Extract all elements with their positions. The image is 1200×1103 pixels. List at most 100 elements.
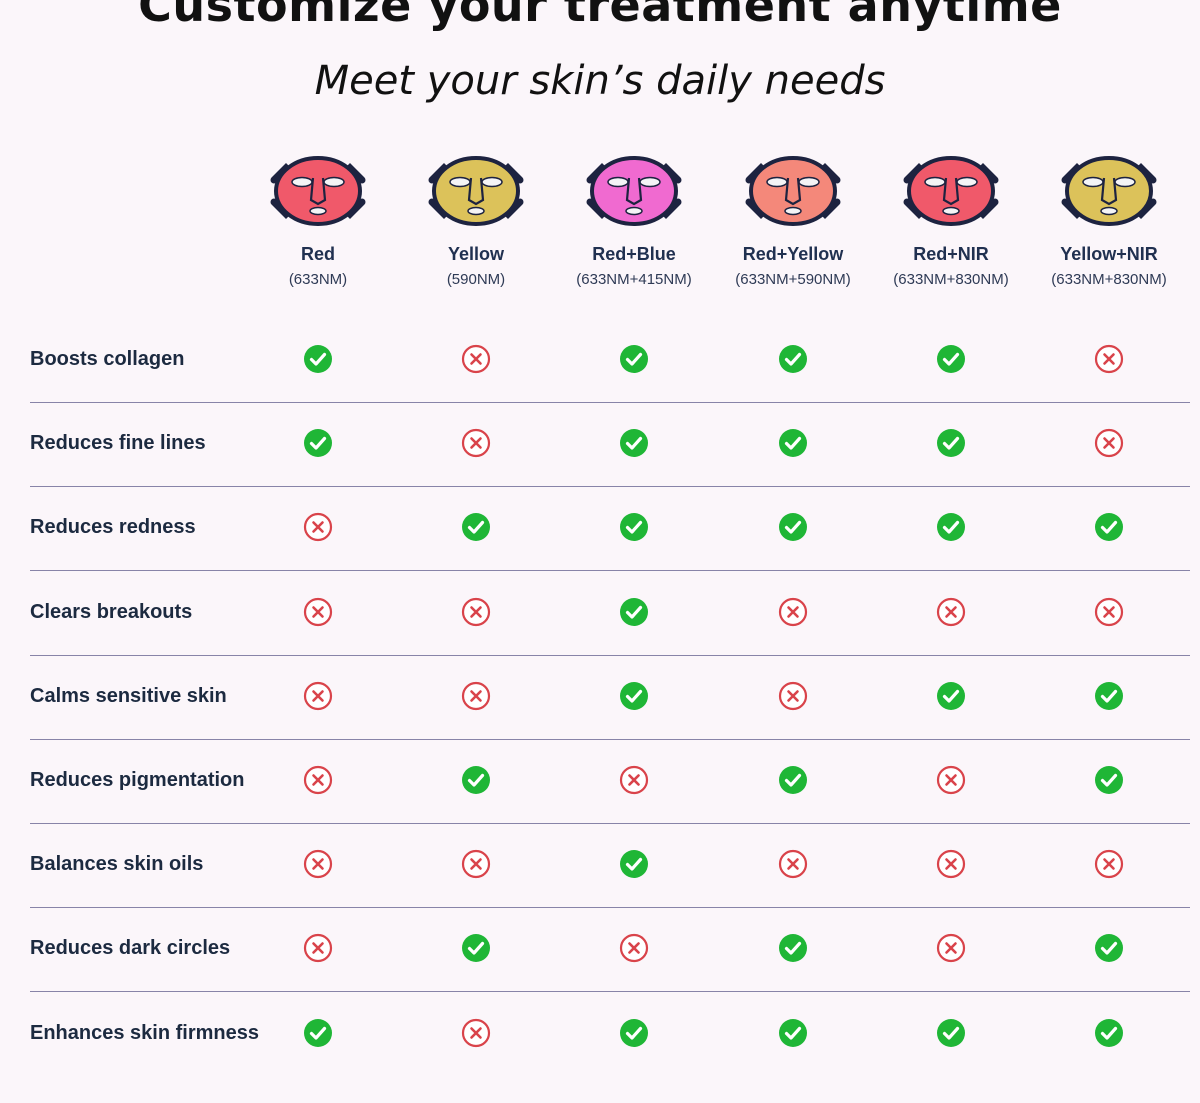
table-row: Clears breakouts — [30, 570, 1190, 654]
cross-circle-icon — [619, 765, 649, 795]
check-circle-icon — [778, 428, 808, 458]
cross-circle-icon — [461, 681, 491, 711]
cross-circle-icon — [303, 765, 333, 795]
column-header-yellow-nir: Yellow+NIR (633NM+830NM) — [1030, 150, 1188, 288]
column-wavelength: (633NM+590NM) — [735, 271, 851, 288]
table-row: Balances skin oils — [30, 822, 1190, 906]
column-name: Red — [300, 244, 335, 264]
cross-circle-icon — [303, 933, 333, 963]
check-circle-icon — [619, 512, 649, 542]
row-divider — [30, 991, 1190, 993]
cross-circle-icon — [303, 849, 333, 879]
column-name: Yellow+NIR — [1060, 244, 1158, 264]
check-circle-icon — [1094, 1018, 1124, 1048]
row-divider — [30, 570, 1190, 572]
row-label: Calms sensitive skin — [30, 684, 227, 707]
check-circle-icon — [619, 428, 649, 458]
column-wavelength: (590NM) — [446, 271, 506, 288]
cross-circle-icon — [1094, 344, 1124, 374]
row-label: Reduces redness — [30, 516, 196, 539]
cross-circle-icon — [303, 512, 333, 542]
page-subtitle: Meet your skin’s daily needs — [314, 58, 886, 104]
row-divider — [30, 402, 1190, 403]
cross-circle-icon — [619, 933, 649, 963]
table-row: Reduces pigmentation — [30, 738, 1190, 822]
check-circle-icon — [461, 512, 491, 542]
column-name: Red+NIR — [913, 244, 989, 264]
cross-circle-icon — [461, 428, 491, 458]
table-row: Enhances skin firmness — [30, 991, 1190, 1075]
check-circle-icon — [461, 765, 491, 795]
face-mask-icon — [903, 156, 999, 226]
cross-circle-icon — [778, 597, 808, 627]
check-circle-icon — [461, 933, 491, 963]
row-divider — [30, 738, 1190, 740]
check-circle-icon — [619, 1018, 649, 1048]
column-header-red-blue: Red+Blue (633NM+415NM) — [555, 150, 713, 288]
check-circle-icon — [619, 597, 649, 627]
face-mask-icon — [428, 156, 524, 226]
check-circle-icon — [778, 765, 808, 795]
cross-circle-icon — [461, 597, 491, 627]
check-circle-icon — [619, 681, 649, 711]
row-label: Clears breakouts — [30, 600, 193, 623]
row-divider — [30, 654, 1190, 656]
check-circle-icon — [303, 428, 333, 458]
cross-circle-icon — [461, 1018, 491, 1048]
table-row: Boosts collagen — [30, 317, 1190, 401]
check-circle-icon — [778, 933, 808, 963]
table-row: Calms sensitive skin — [30, 654, 1190, 738]
row-divider — [30, 486, 1190, 488]
row-label: Enhances skin firmness — [30, 1021, 259, 1044]
face-mask-icon — [270, 156, 366, 226]
column-name: Red+Yellow — [742, 244, 844, 264]
row-label: Reduces dark circles — [30, 937, 231, 960]
row-label: Reduces pigmentation — [30, 769, 245, 791]
cross-circle-icon — [1094, 428, 1124, 458]
face-mask-icon — [1061, 156, 1157, 226]
check-circle-icon — [936, 428, 966, 458]
cross-circle-icon — [936, 849, 966, 879]
check-circle-icon — [778, 344, 808, 374]
check-circle-icon — [936, 1018, 966, 1048]
cross-circle-icon — [1094, 849, 1124, 879]
cross-circle-icon — [461, 849, 491, 879]
face-mask-icon — [745, 156, 841, 226]
face-mask-icon — [586, 156, 682, 226]
cross-circle-icon — [936, 765, 966, 795]
column-wavelength: (633NM) — [288, 271, 348, 288]
column-name: Red+Blue — [592, 244, 676, 264]
column-wavelength: (633NM+830NM) — [1051, 271, 1167, 288]
check-circle-icon — [619, 344, 649, 374]
cross-circle-icon — [303, 597, 333, 627]
column-header-yellow: Yellow (590NM) — [397, 150, 555, 288]
row-label: Reduces fine lines — [30, 432, 206, 455]
column-wavelength: (633NM+830NM) — [893, 271, 1009, 288]
column-header-red-yellow: Red+Yellow (633NM+590NM) — [714, 150, 872, 288]
column-header-red: Red (633NM) — [239, 150, 397, 288]
check-circle-icon — [303, 344, 333, 374]
cross-circle-icon — [303, 681, 333, 711]
check-circle-icon — [936, 344, 966, 374]
table-row: Reduces redness — [30, 485, 1190, 569]
column-header-red-nir: Red+NIR (633NM+830NM) — [872, 150, 1030, 288]
cross-circle-icon — [1094, 597, 1124, 627]
check-circle-icon — [1094, 765, 1124, 795]
check-circle-icon — [936, 512, 966, 542]
check-circle-icon — [1094, 681, 1124, 711]
check-circle-icon — [619, 849, 649, 879]
cross-circle-icon — [778, 849, 808, 879]
table-row: Reduces dark circles — [30, 906, 1190, 990]
table-row: Reduces fine lines — [30, 401, 1190, 485]
row-label: Boosts collagen — [30, 348, 185, 370]
column-name: Yellow — [447, 244, 505, 264]
row-divider — [30, 823, 1190, 824]
column-wavelength: (633NM+415NM) — [576, 271, 692, 288]
page-title: Customize your treatment anytime — [138, 0, 1062, 32]
cross-circle-icon — [461, 344, 491, 374]
check-circle-icon — [303, 1018, 333, 1048]
check-circle-icon — [936, 681, 966, 711]
row-divider — [30, 907, 1190, 909]
check-circle-icon — [778, 512, 808, 542]
cross-circle-icon — [936, 933, 966, 963]
